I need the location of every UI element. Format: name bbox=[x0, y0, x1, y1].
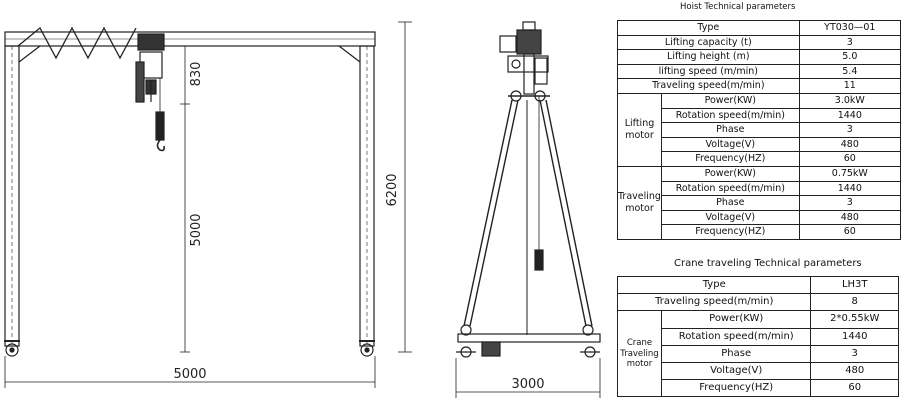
table-row: Traveling speed(m/min)8 bbox=[616, 293, 899, 312]
dim-total-width: 5000 bbox=[173, 367, 206, 382]
right-wheel bbox=[360, 343, 374, 357]
table-row: Rotation speed(m/min)1440 bbox=[618, 180, 902, 197]
group-label-traveling-motor: Traveling motor bbox=[617, 165, 662, 240]
table-row: Frequency(HZ)60 bbox=[618, 224, 902, 240]
side-hoist bbox=[507, 55, 549, 73]
dim-lifting-height: 5000 bbox=[189, 213, 204, 246]
hook bbox=[155, 111, 165, 152]
cable-festoon bbox=[17, 26, 137, 60]
table-row: Lifting capacity (t)3 bbox=[617, 34, 902, 51]
table-row: Traveling speed(m/min)11 bbox=[617, 78, 902, 94]
side-base bbox=[457, 333, 601, 343]
dim-total-height: 6200 bbox=[385, 173, 400, 206]
table-row: Rotation speed(m/min)1440 bbox=[618, 107, 902, 124]
table-row: Frequency(HZ)60 bbox=[618, 379, 899, 398]
table-row: lifting speed (m/min)5.4 bbox=[617, 63, 902, 80]
trolley bbox=[137, 33, 165, 51]
crane-table-title: Crane traveling Technical parameters bbox=[674, 258, 862, 269]
table-row: Rotation speed(m/min)1440 bbox=[618, 327, 899, 346]
front-view bbox=[4, 21, 412, 388]
group-label-crane-motor: Crane Traveling motor bbox=[617, 310, 662, 398]
side-leg-right bbox=[539, 99, 587, 327]
hoist-table-title: Hoist Technical parameters bbox=[680, 2, 796, 12]
side-view bbox=[455, 21, 601, 398]
group-label-lifting-motor: Lifting motor bbox=[617, 92, 662, 167]
table-row: Lifting height (m)5.0 bbox=[617, 49, 902, 65]
left-wheel bbox=[5, 343, 19, 357]
side-leg-left bbox=[463, 99, 513, 327]
dim-base-width: 3000 bbox=[511, 377, 544, 392]
side-trolley bbox=[516, 29, 542, 55]
dim-hook-offset: 830 bbox=[189, 62, 204, 87]
drive-motor bbox=[481, 341, 501, 357]
